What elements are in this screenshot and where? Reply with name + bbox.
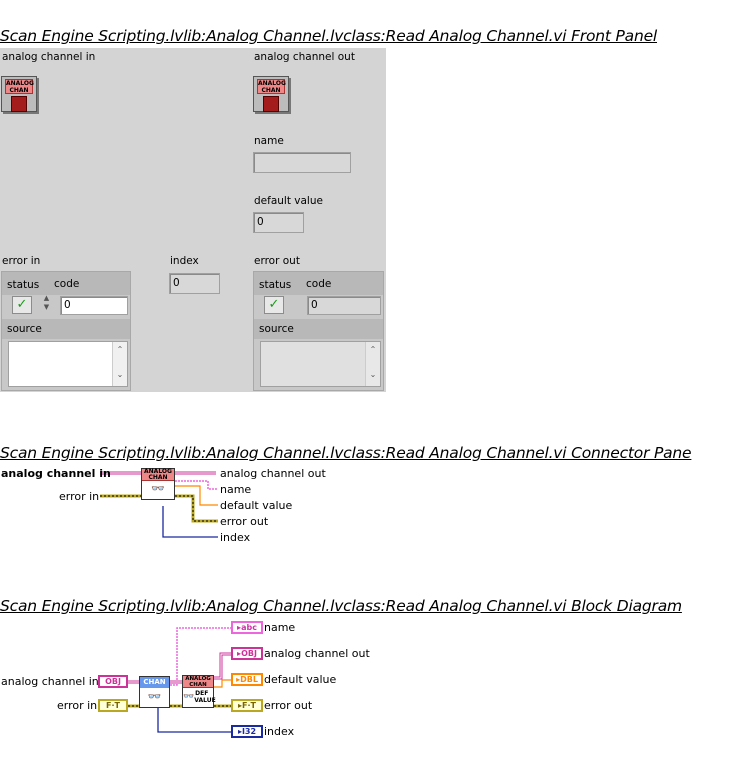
error-out-label: error out [254, 255, 300, 267]
bd-analog-channel-out-terminal: ▸OBJ [231, 647, 263, 660]
cube-icon [263, 96, 279, 112]
arrow-icon: ▸ [237, 727, 242, 736]
error-in-source-field[interactable]: ⌃⌄ [8, 341, 128, 387]
connector-pane-title: Scan Engine Scripting.lvlib:Analog Chann… [0, 444, 692, 462]
error-out-code-field: 0 [307, 296, 381, 315]
block-diagram-title: Scan Engine Scripting.lvlib:Analog Chann… [0, 597, 682, 615]
bd-output-default-value-label: default value [264, 673, 337, 686]
error-in-status-label: status [7, 279, 40, 291]
error-out-source-scrollbar[interactable]: ⌃⌄ [365, 342, 380, 386]
error-in-code-field[interactable]: 0 [60, 296, 128, 315]
error-out-source-label: source [259, 323, 294, 335]
glasses-icon: 👓 [151, 482, 165, 495]
analog-channel-in-control[interactable]: ANALOG CHAN [1, 76, 37, 112]
bd-default-value-terminal: ▸DBL [231, 673, 263, 686]
connector-pane-icon: ANALOG CHAN 👓 [141, 468, 175, 500]
arrow-icon: ▸ [238, 701, 243, 710]
arrow-icon: ▸ [237, 649, 242, 658]
error-in-cluster: status code ✓ ▲▼ 0 source ⌃⌄ [1, 271, 131, 391]
cp-output-name: name [220, 483, 252, 496]
bd-analog-channel-in-terminal[interactable]: OBJ [98, 675, 128, 688]
error-in-source-label: source [7, 323, 42, 335]
bd-def-value-label: DEF VALUE [194, 690, 216, 704]
bd-output-analog-channel-out-label: analog channel out [264, 647, 370, 660]
index-indicator: 0 [169, 273, 220, 294]
analog-channel-in-label: analog channel in [2, 51, 96, 63]
checkmark-icon: ✓ [16, 297, 28, 312]
cp-output-error-out: error out [220, 515, 269, 528]
arrow-icon: ▸ [237, 623, 242, 632]
name-label: name [254, 135, 284, 147]
error-out-status-label: status [259, 279, 292, 291]
error-out-source-field: ⌃⌄ [260, 341, 381, 387]
bd-output-index-label: index [264, 725, 295, 738]
analog-chan-icon-text: ANALOG CHAN [142, 469, 174, 481]
error-out-status-indicator: ✓ [264, 296, 284, 314]
code-stepper-icon[interactable]: ▲▼ [43, 294, 50, 311]
cp-input-analog-channel-in: analog channel in [1, 467, 111, 480]
bd-error-out-terminal: ▸F·T [231, 699, 263, 712]
cp-input-error-in: error in [59, 490, 100, 503]
arrow-icon: ▸ [236, 675, 241, 684]
checkmark-icon: ✓ [268, 297, 280, 312]
error-in-status-checkbox[interactable]: ✓ [12, 296, 32, 314]
block-diagram-wires [128, 627, 231, 733]
cp-output-default-value: default value [220, 499, 293, 512]
error-in-source-scrollbar[interactable]: ⌃⌄ [112, 342, 127, 386]
analog-chan-icon-text: ANALOG CHAN [257, 79, 286, 94]
analog-chan-icon-text: ANALOG CHAN [183, 676, 213, 688]
analog-channel-out-label: analog channel out [254, 51, 355, 63]
bd-def-value-node[interactable]: ANALOG CHAN 👓 DEF VALUE [182, 675, 216, 708]
cp-output-analog-channel-out: analog channel out [220, 467, 326, 480]
bd-error-in-terminal[interactable]: F·T [98, 699, 128, 712]
bd-input-analog-channel-in-label: analog channel in [1, 675, 99, 688]
index-label: index [170, 255, 199, 267]
name-indicator [253, 152, 351, 173]
bd-output-error-out-label: error out [264, 699, 313, 712]
glasses-icon: 👓 [183, 692, 195, 702]
bd-name-terminal: ▸abc [231, 621, 263, 634]
error-in-code-label: code [54, 278, 80, 290]
cube-icon [11, 96, 27, 112]
error-out-code-label: code [306, 278, 332, 290]
analog-channel-out-indicator: ANALOG CHAN [253, 76, 289, 112]
bd-index-terminal: ▸I32 [231, 725, 263, 738]
bd-output-name-label: name [264, 621, 296, 634]
analog-chan-icon-text: ANALOG CHAN [5, 79, 34, 94]
bd-chan-node[interactable]: CHAN 👓 [139, 676, 170, 708]
bd-input-error-in-label: error in [57, 699, 98, 712]
bd-chan-node-label: CHAN [140, 677, 169, 688]
cp-output-index: index [220, 531, 251, 544]
default-value-label: default value [254, 195, 323, 207]
error-out-cluster: status code ✓ 0 source ⌃⌄ [253, 271, 384, 391]
front-panel-title: Scan Engine Scripting.lvlib:Analog Chann… [0, 27, 658, 45]
connector-pane-wires [100, 471, 218, 538]
error-in-label: error in [2, 255, 41, 267]
glasses-icon: 👓 [147, 690, 162, 703]
default-value-indicator: 0 [253, 212, 304, 233]
